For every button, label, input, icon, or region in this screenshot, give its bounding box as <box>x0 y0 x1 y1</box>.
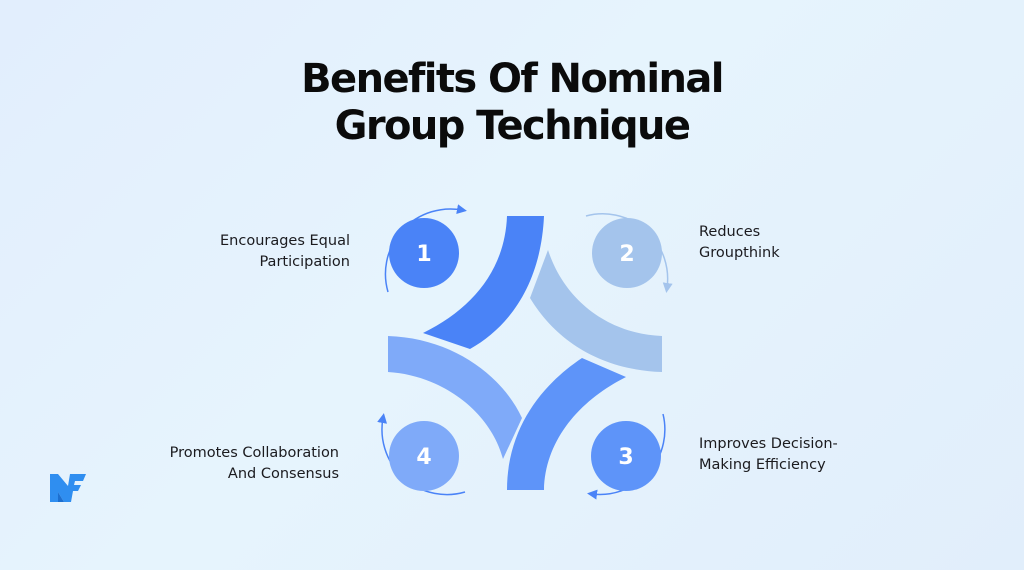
step-2-badge: 2 <box>585 213 673 293</box>
step-4-circle <box>389 421 459 491</box>
step-3-circle <box>591 421 661 491</box>
arc-band-2 <box>530 250 662 372</box>
step-2-number: 2 <box>619 242 634 267</box>
step-1-label-line-2: Participation <box>259 254 350 270</box>
step-3-number: 3 <box>618 445 633 470</box>
title-line-1: Benefits Of Nominal <box>301 56 724 102</box>
nf-logo-icon <box>50 474 86 502</box>
step-1-circle <box>389 218 459 288</box>
step-2-label-line-2: Groupthink <box>699 245 780 261</box>
step-4-label-line-2: And Consensus <box>227 466 339 482</box>
step-4-label: Promotes Collaboration And Consensus <box>170 443 339 485</box>
step-1-number: 1 <box>416 242 431 267</box>
step-4-badge: 4 <box>377 413 466 496</box>
step-4-number: 4 <box>416 445 431 470</box>
page-title: Benefits Of Nominal Group Technique <box>0 56 1024 150</box>
step-3-label: Improves Decision- Making Efficiency <box>699 434 838 476</box>
title-line-2: Group Technique <box>334 103 691 149</box>
step-2-label: Reduces Groupthink <box>699 222 780 264</box>
arc-band-4 <box>388 336 522 459</box>
step-1-badge: 1 <box>384 204 467 293</box>
step-1-label-line-1: Encourages Equal <box>220 233 350 249</box>
step-3-badge: 3 <box>587 413 666 500</box>
step-2-circle <box>592 218 662 288</box>
step-4-label-line-1: Promotes Collaboration <box>169 445 339 461</box>
step-2-label-line-1: Reduces <box>699 224 761 240</box>
arc-band-1 <box>423 216 544 349</box>
step-1-label: Encourages Equal Participation <box>220 231 350 273</box>
step-3-label-line-2: Making Efficiency <box>699 457 826 473</box>
step-3-label-line-1: Improves Decision- <box>699 436 838 452</box>
arc-band-3 <box>507 358 626 490</box>
